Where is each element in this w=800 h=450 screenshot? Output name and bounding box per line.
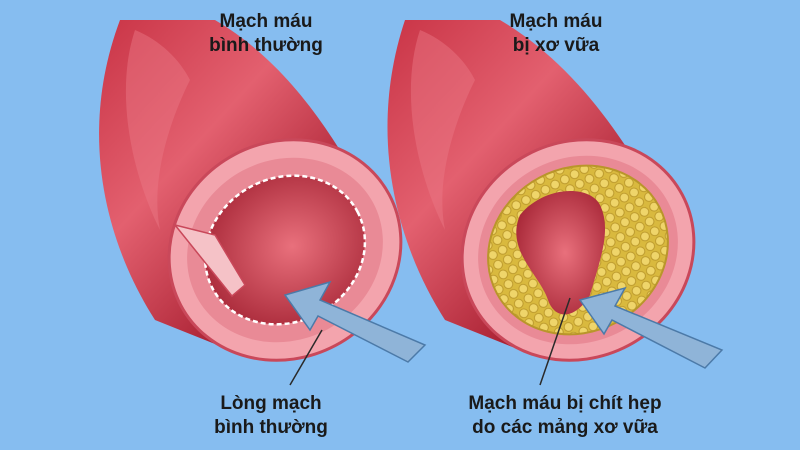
normal-vessel-title: Mạch máu bình thường — [186, 10, 346, 58]
diseased-vessel-title: Mạch máu bị xơ vữa — [476, 10, 636, 58]
diseased-blood-flow-arrow — [578, 286, 724, 369]
diseased-vessel-title-line-1: Mạch máu — [509, 11, 603, 32]
normal-lumen-caption-line-2: bình thường — [214, 417, 328, 438]
normal-vessel-title-line-1: Mạch máu — [219, 11, 313, 32]
diseased-vessel — [387, 20, 724, 386]
normal-vessel-title-line-2: bình thường — [209, 35, 323, 56]
normal-vessel-cut-layer — [173, 223, 246, 298]
narrowed-vessel-caption-line-1: Mạch máu bị chít hẹp — [468, 393, 662, 414]
normal-vessel-highlight — [125, 30, 190, 230]
narrowed-lumen — [516, 191, 606, 315]
normal-vessel — [99, 20, 427, 386]
normal-lumen-caption: Lòng mạch bình thường — [196, 392, 346, 440]
normal-blood-flow-arrow — [283, 280, 427, 363]
diseased-vessel-title-line-2: bị xơ vữa — [512, 35, 600, 56]
narrowed-vessel-pointer — [539, 297, 571, 386]
diseased-vessel-highlight — [410, 30, 475, 230]
narrowed-vessel-caption: Mạch máu bị chít hẹp do các mảng xơ vữa — [440, 392, 690, 440]
normal-lumen-pointer — [289, 329, 323, 386]
normal-lumen-caption-line-1: Lòng mạch — [220, 393, 322, 414]
narrowed-vessel-caption-line-2: do các mảng xơ vữa — [472, 417, 658, 438]
